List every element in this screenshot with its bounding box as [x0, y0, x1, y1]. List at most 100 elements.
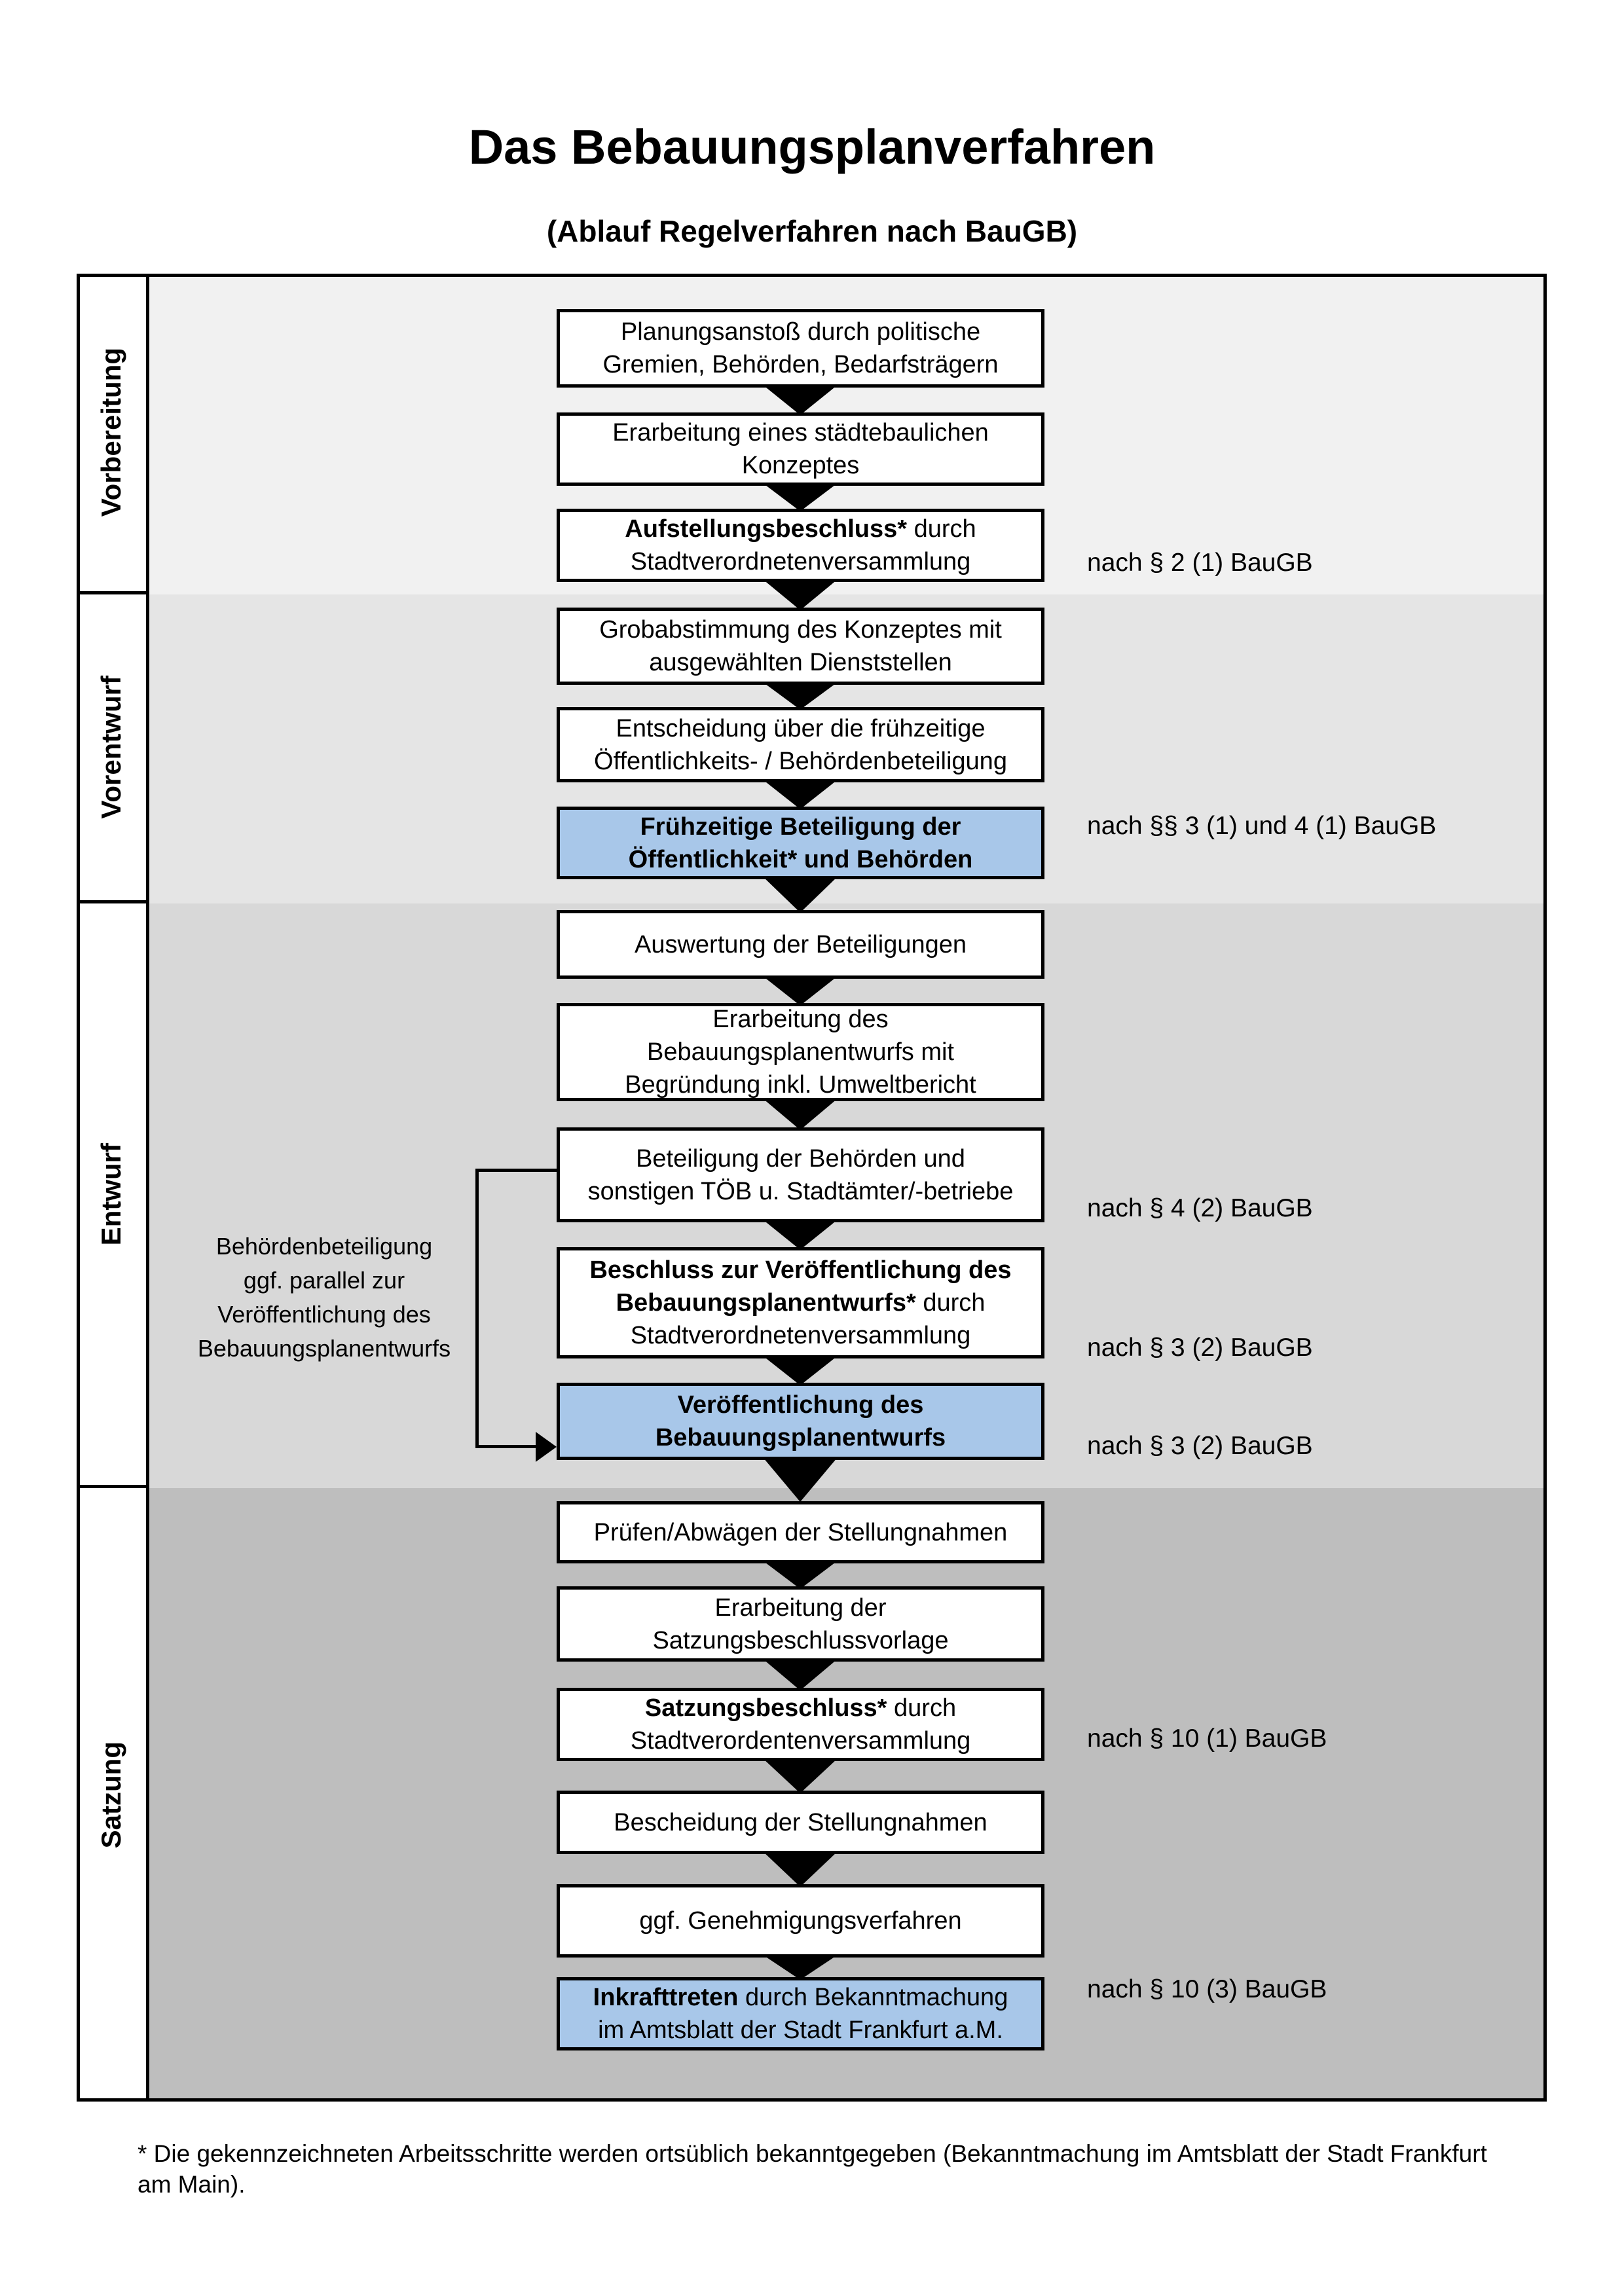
box-text: Stadtverordentenversammlung — [630, 1727, 971, 1755]
flow-box-aufstellungsbeschluss: Aufstellungsbeschluss* durch Stadtverord… — [557, 509, 1044, 582]
box-text-line: Beschluss zur Veröffentlichung des — [589, 1254, 1011, 1286]
box-text: Prüfen/Abwägen der Stellungnahmen — [593, 1518, 1008, 1546]
flow-box-genehmigungsverfahren: ggf. Genehmigungsverfahren — [557, 1884, 1044, 1958]
legal-reference: nach § 2 (1) BauGB — [1087, 549, 1313, 577]
box-text: Erarbeitung der — [714, 1594, 887, 1622]
box-text-line: Öffentlichkeits- / Behördenbeteiligung — [594, 745, 1007, 778]
box-text-line: Frühzeitige Beteiligung der — [640, 811, 961, 843]
flow-box-auswertung-beteiligungen: Auswertung der Beteiligungen — [557, 910, 1044, 979]
arrow-down-icon — [763, 976, 838, 1006]
side-note-line: Veröffentlichung des — [217, 1301, 431, 1328]
box-text-line: Gremien, Behörden, Bedarfsträgern — [602, 348, 998, 381]
box-text: Bescheidung der Stellungnahmen — [614, 1808, 987, 1836]
flow-box-inkrafttreten: Inkrafttreten durch Bekanntmachung im Am… — [557, 1977, 1044, 2050]
box-text-line: Prüfen/Abwägen der Stellungnahmen — [594, 1516, 1008, 1549]
box-text-line: Öffentlichkeit* und Behörden — [629, 843, 973, 876]
box-text: durch — [907, 515, 976, 543]
box-text: ausgewählten Dienststellen — [649, 649, 952, 676]
box-text-line: Stadtverordnetenversammlung — [631, 545, 971, 578]
box-text-line: Auswertung der Beteiligungen — [635, 928, 967, 961]
box-text-line: Veröffentlichung des — [678, 1389, 924, 1421]
box-text: Konzeptes — [741, 452, 860, 479]
arrow-down-icon — [763, 1356, 838, 1385]
side-note: Behördenbeteiligung ggf. parallel zur Ve… — [183, 1230, 465, 1366]
box-text-line: Aufstellungsbeschluss* durch — [625, 513, 976, 545]
box-text-line: Entscheidung über die frühzeitige — [616, 712, 985, 745]
box-text-line: im Amtsblatt der Stadt Frankfurt a.M. — [598, 2014, 1003, 2047]
box-text: Entscheidung über die frühzeitige — [616, 714, 986, 742]
box-text-line: Inkrafttreten durch Bekanntmachung — [593, 1981, 1008, 2014]
box-text-line: sonstigen TÖB u. Stadtämter/-betriebe — [588, 1175, 1014, 1208]
box-text-bold: Veröffentlichung des — [677, 1391, 924, 1419]
page-title: Das Bebauungsplanverfahren — [468, 120, 1156, 174]
box-text-bold: Bebauungsplanentwurfs* — [616, 1289, 916, 1317]
phase-label-vorentwurf: Vorentwurf — [96, 676, 126, 819]
box-text-bold: Öffentlichkeit* und Behörden — [628, 845, 973, 873]
arrow-down-icon — [763, 780, 838, 809]
flow-box-veroeffentlichung-entwurf: Veröffentlichung des Bebauungsplanentwur… — [557, 1383, 1044, 1460]
box-text: Beteiligung der Behörden und — [636, 1144, 965, 1173]
box-text: Auswertung der Beteiligungen — [634, 930, 967, 958]
box-text-line: Planungsanstoß durch politische — [621, 316, 980, 348]
box-text-line: Begründung inkl. Umweltbericht — [625, 1068, 976, 1101]
arrow-down-icon — [763, 385, 838, 415]
box-text: Erarbeitung eines städtebaulichen — [612, 419, 989, 446]
box-text: Stadtverordnetenversammlung — [630, 548, 971, 575]
box-text-line: Satzungsbeschluss* durch — [645, 1692, 956, 1724]
flow-box-beschluss-veroeffentlichung: Beschluss zur Veröffentlichung des Bebau… — [557, 1247, 1044, 1358]
box-text: Öffentlichkeits- / Behördenbeteiligung — [594, 747, 1007, 775]
box-text: durch — [915, 1289, 986, 1317]
box-text-line: Bebauungsplanentwurfs — [655, 1421, 946, 1454]
phase-cell-satzung: Satzung — [77, 1488, 149, 2102]
flow-box-staedtebauliches-konzept: Erarbeitung eines städtebaulichen Konzep… — [557, 412, 1044, 486]
bracket-line-bottom — [475, 1445, 538, 1448]
arrow-down-icon — [763, 1561, 838, 1589]
box-text-line: ausgewählten Dienststellen — [649, 646, 952, 679]
box-text-line: Grobabstimmung des Konzeptes mit — [599, 613, 1002, 646]
box-text-line: Satzungsbeschlussvorlage — [652, 1624, 948, 1657]
box-text-bold: Aufstellungsbeschluss* — [625, 515, 908, 543]
box-text: Stadtverordnetenversammlung — [630, 1322, 971, 1349]
arrow-right-icon — [536, 1432, 557, 1462]
flow-box-fruehzeitige-beteiligung: Frühzeitige Beteiligung der Öffentlichke… — [557, 807, 1044, 879]
phase-cell-entwurf: Entwurf — [77, 903, 149, 1488]
arrow-down-icon — [763, 877, 838, 913]
arrow-down-icon — [763, 1659, 838, 1690]
arrow-down-icon — [763, 682, 838, 710]
box-text-line: Erarbeitung eines städtebaulichen — [612, 416, 989, 449]
box-text: ggf. Genehmigungsverfahren — [639, 1907, 962, 1935]
box-text-line: Erarbeitung der — [715, 1592, 887, 1624]
arrow-down-icon — [763, 1851, 838, 1887]
arrow-down-icon — [763, 1955, 838, 1980]
arrow-down-icon — [763, 1758, 838, 1793]
box-text-line: Stadtverordnetenversammlung — [631, 1319, 971, 1352]
box-text: Satzungsbeschlussvorlage — [652, 1626, 949, 1654]
box-text-line: Bescheidung der Stellungnahmen — [614, 1806, 987, 1839]
box-text-bold: Satzungsbeschluss* — [644, 1694, 887, 1722]
arrow-down-icon — [763, 483, 838, 511]
flow-box-pruefen-abwaegen: Prüfen/Abwägen der Stellungnahmen — [557, 1501, 1044, 1563]
box-text: Grobabstimmung des Konzeptes mit — [599, 616, 1002, 644]
flow-box-erarbeitung-entwurf: Erarbeitung des Bebauungsplanentwurfs mi… — [557, 1003, 1044, 1101]
phase-label-satzung: Satzung — [96, 1741, 126, 1849]
flow-box-planungsanstoss: Planungsanstoß durch politische Gremien,… — [557, 309, 1044, 388]
box-text-line: Beteiligung der Behörden und — [636, 1142, 965, 1175]
phase-label-column: Vorbereitung Vorentwurf Entwurf Satzung — [77, 274, 149, 2102]
legal-reference: nach § 4 (2) BauGB — [1087, 1194, 1313, 1222]
box-text: im Amtsblatt der Stadt Frankfurt a.M. — [598, 2016, 1003, 2044]
box-text-line: Konzeptes — [742, 449, 860, 482]
bracket-line-vertical — [475, 1169, 479, 1448]
box-text: Bebauungsplanentwurfs mit — [647, 1038, 954, 1066]
box-text-line: Bebauungsplanentwurfs mit — [647, 1036, 954, 1068]
box-text-bold: Frühzeitige Beteiligung der — [640, 812, 961, 841]
box-text: Erarbeitung des — [712, 1006, 889, 1033]
phase-label-vorbereitung: Vorbereitung — [96, 348, 126, 517]
side-note-line: ggf. parallel zur — [243, 1267, 405, 1294]
phase-cell-vorentwurf: Vorentwurf — [77, 594, 149, 903]
box-text-bold: Beschluss zur Veröffentlichung des — [589, 1256, 1012, 1284]
side-note-line: Behördenbeteiligung — [215, 1233, 433, 1260]
box-text: Begründung inkl. Umweltbericht — [625, 1071, 976, 1099]
box-text-line: Bebauungsplanentwurfs* durch — [616, 1286, 986, 1319]
flow-box-grobabstimmung: Grobabstimmung des Konzeptes mit ausgewä… — [557, 608, 1044, 685]
